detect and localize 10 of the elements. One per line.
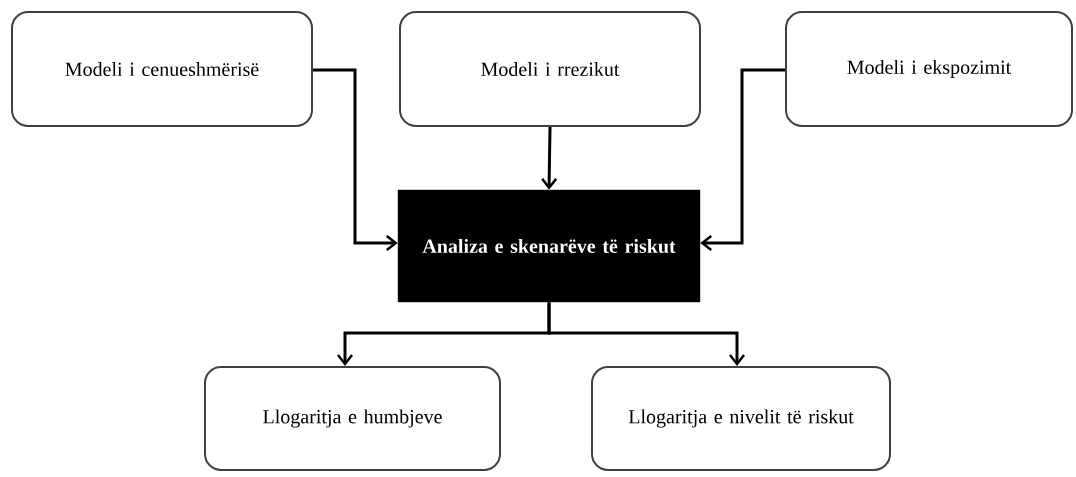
arrow (547, 302, 745, 366)
arrow (541, 126, 558, 190)
arrow (313, 68, 398, 251)
model-box: Modeli i ekspozimit (785, 11, 1073, 127)
arrow (700, 68, 785, 251)
process-box: Analiza e skenarëve të riskut (397, 189, 701, 303)
result-box: Llogaritja e humbjeve (204, 366, 501, 471)
model-box: Modeli i cenueshmërisë (11, 11, 313, 127)
model-box: Modeli i rrezikut (399, 11, 701, 127)
result-box: Llogaritja e nivelit të riskut (591, 366, 891, 471)
